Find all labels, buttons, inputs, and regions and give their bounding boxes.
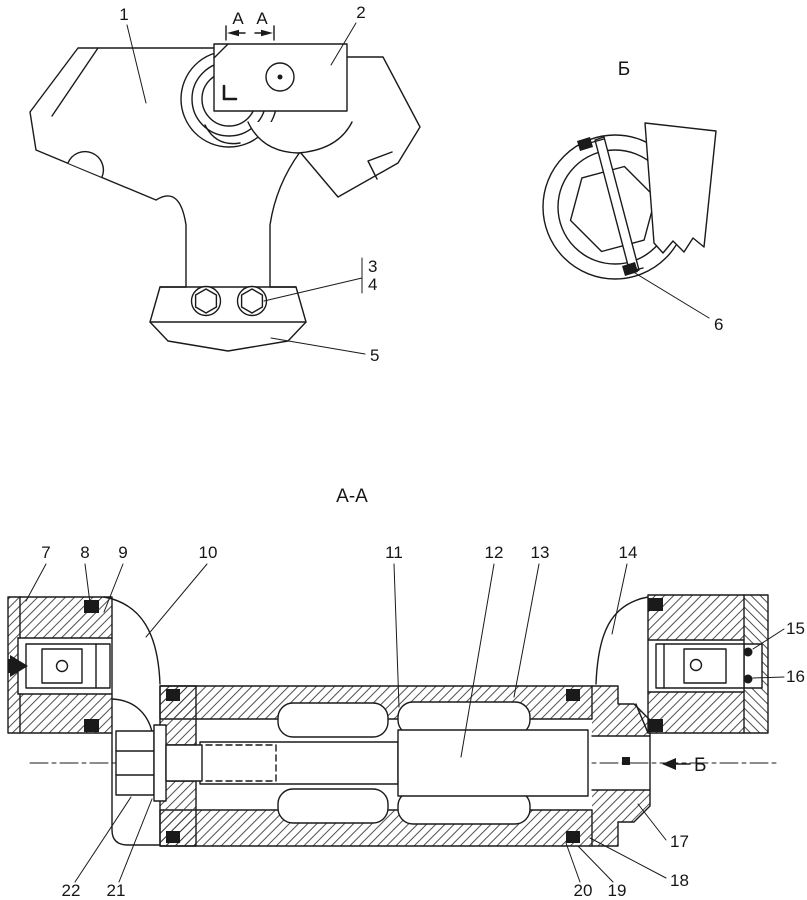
leader-line: [634, 272, 710, 319]
callout-5: 5: [370, 346, 379, 365]
callout-9: 9: [118, 543, 127, 562]
washer: [153, 724, 167, 802]
section-cut-letter-right: А: [256, 9, 268, 28]
shaft-small-section: [199, 741, 399, 785]
detail-title: Б: [618, 59, 630, 80]
callout-21: 21: [107, 881, 126, 900]
section-title: А-А: [336, 486, 368, 507]
leader-line: [752, 676, 785, 679]
drawing-root: А А 1 2 3 4 5 Б: [7, 3, 805, 900]
strap-hook-top: [577, 137, 593, 151]
callout-19: 19: [608, 881, 627, 900]
section-view-aa: А-А: [7, 486, 805, 900]
front-view: А А 1 2 3 4 5: [29, 3, 421, 365]
detail-view-b: Б 6: [542, 59, 723, 334]
callout-7: 7: [41, 543, 50, 562]
plug-pin: [743, 674, 753, 684]
leader-line: [460, 563, 495, 758]
cam-lobe: [247, 121, 353, 154]
section-cut-letter-left: А: [232, 9, 244, 28]
callout-3: 3: [368, 257, 377, 276]
fixing-bolt: [115, 724, 277, 802]
lock-element: [622, 757, 630, 765]
front-view-callouts: 1 2 3 4 5: [119, 3, 379, 365]
section-callouts: 7 8 9 10 11 12 13 14 15 16 17: [25, 543, 805, 900]
leader-line: [74, 796, 132, 883]
leader-line: [589, 837, 667, 879]
leader-line: [513, 563, 540, 698]
leader-line: [270, 337, 366, 355]
callout-12: 12: [485, 543, 504, 562]
callout-6: 6: [714, 315, 723, 334]
bolt-head: [115, 730, 155, 796]
view-direction-label: Б: [694, 755, 706, 776]
cap-mark-l: [222, 84, 238, 101]
view-direction-marker: Б: [662, 755, 706, 776]
callout-8: 8: [80, 543, 89, 562]
end-nut: [591, 685, 651, 847]
mating-fragment: [644, 122, 717, 254]
leader-line: [611, 563, 628, 635]
shaft-large-section: [397, 729, 589, 797]
left-bearing-assembly: [7, 596, 113, 734]
seal-ring: [84, 600, 99, 613]
seal-ring: [84, 719, 99, 732]
seal-ring: [648, 719, 663, 732]
seal-ring: [166, 831, 180, 843]
right-arm: [595, 596, 649, 734]
leader-line: [393, 563, 400, 708]
callout-20: 20: [574, 881, 593, 900]
callout-4: 4: [368, 275, 377, 294]
callout-16: 16: [786, 667, 805, 686]
leader-line: [263, 277, 363, 302]
callout-11: 11: [385, 543, 403, 562]
seal-ring: [648, 598, 663, 611]
leader-line: [103, 563, 124, 613]
seal-ring: [166, 689, 180, 701]
leader-line: [126, 24, 147, 104]
leader-line: [330, 22, 357, 66]
callout-13: 13: [531, 543, 550, 562]
callout-10: 10: [199, 543, 218, 562]
leader-line: [84, 563, 91, 604]
leader-line: [577, 845, 614, 883]
callout-14: 14: [619, 543, 638, 562]
callout-22: 22: [62, 881, 81, 900]
leader-line: [752, 628, 785, 650]
pin-hole: [55, 659, 69, 673]
right-bearing-assembly: [647, 594, 769, 734]
roller: [277, 788, 389, 824]
leader-line: [25, 563, 47, 602]
callout-1: 1: [119, 5, 128, 24]
callout-2: 2: [356, 3, 365, 22]
strap-hook-bottom: [622, 262, 638, 276]
leader-line: [637, 803, 667, 841]
callout-18: 18: [670, 871, 689, 890]
section-cut-marker: А А: [225, 9, 275, 41]
seal-ring: [566, 831, 580, 843]
callout-17: 17: [670, 832, 689, 851]
leader-line: [145, 563, 208, 638]
bolt-shank: [165, 744, 203, 782]
plug-pin: [743, 647, 753, 657]
roller: [277, 702, 389, 738]
grease-fitting: [10, 655, 28, 677]
leader-line: [118, 798, 153, 883]
callout-15: 15: [786, 619, 805, 638]
pin-hole: [689, 658, 703, 672]
seal-ring: [566, 689, 580, 701]
retainer-strap: [594, 136, 640, 274]
leader-line: [565, 842, 581, 883]
